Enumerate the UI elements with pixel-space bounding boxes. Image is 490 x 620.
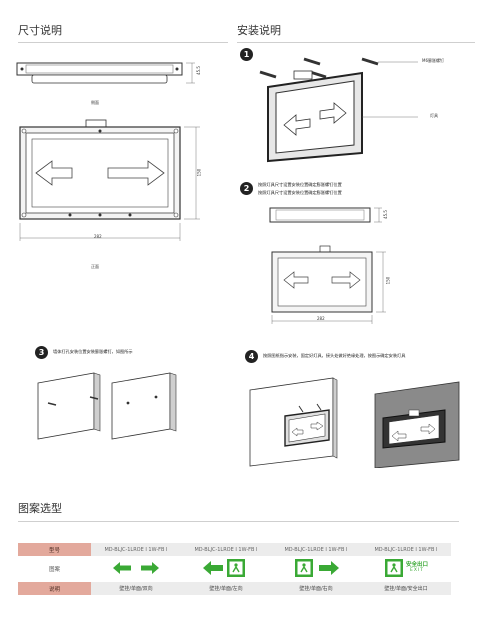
pattern-cell-right <box>271 556 361 582</box>
pattern-cell-exit: 安全出口 EXIT <box>361 556 451 582</box>
step1-drawing <box>259 57 418 163</box>
step2-width-dimension: 282 <box>317 316 325 321</box>
step1-badge: 1 <box>240 48 253 61</box>
exit-sign-en: EXIT <box>409 568 424 573</box>
pattern-row: 图案 <box>18 556 451 582</box>
install-title: 安装说明 <box>237 24 281 37</box>
dimensions-title: 尺寸说明 <box>18 24 62 37</box>
step1-screw-label: M6膨胀螺钉 <box>422 58 444 63</box>
step4-drawing <box>249 377 460 468</box>
description-header: 说明 <box>18 582 91 595</box>
step3-text: 墙体打孔安装位置安装膨胀螺钉，如图所示 <box>53 349 133 354</box>
exit-right-arrow-icon <box>295 559 339 577</box>
step4-text: 按照图纸指示安装，固定好灯具，接头处做好绝缘处理，按图示确定安装灯具 <box>263 353 406 358</box>
model-cell: MD-BLJC-1LROE I 1W-FB I <box>181 543 271 556</box>
exit-figure-icon <box>384 559 403 577</box>
side-view-drawing <box>16 62 195 84</box>
step2-side-dimension: 45.5 <box>382 210 388 219</box>
exit-sign-cn: 安全出口 <box>405 562 428 568</box>
step1-lamp-label: 灯具 <box>430 113 438 118</box>
left-arrow-exit-icon <box>203 559 245 577</box>
step3-drawing <box>37 372 177 440</box>
pattern-title: 图案选型 <box>18 502 62 515</box>
side-height-dimension: 45.5 <box>195 66 201 75</box>
pattern-header: 图案 <box>18 556 91 582</box>
dimension-drawings <box>16 62 200 241</box>
step2-badge: 2 <box>240 182 253 195</box>
model-cell: MD-BLJC-1LROE I 1W-FB I <box>91 543 181 556</box>
description-cell: 壁挂/单面/右向 <box>271 582 361 595</box>
install-divider <box>237 42 475 43</box>
step2-line1: 按照灯具尺寸设置安装位置确定膨胀螺钉位置 <box>258 182 342 187</box>
step3-badge: 3 <box>35 346 48 359</box>
step2-height-dimension: 150 <box>385 276 391 285</box>
side-view-caption: 侧面 <box>91 100 99 105</box>
pattern-divider <box>18 521 459 522</box>
dimensions-divider <box>18 42 228 43</box>
double-arrow-icon <box>113 562 159 574</box>
step2-line2: 按照灯具尺寸设置安装位置确定膨胀螺钉位置 <box>258 190 342 195</box>
description-cell: 壁挂/单面/左向 <box>181 582 271 595</box>
model-cell: MD-BLJC-1LROE I 1W-FB I <box>271 543 361 556</box>
front-width-dimension: 282 <box>94 234 102 239</box>
description-cell: 壁挂/单面/双向 <box>91 582 181 595</box>
model-header: 型号 <box>18 543 91 556</box>
model-cell: MD-BLJC-1LROE I 1W-FB I <box>361 543 451 556</box>
description-row: 说明 壁挂/单面/双向 壁挂/单面/左向 壁挂/单面/右向 壁挂/单面/安全出口 <box>18 582 451 595</box>
pattern-cell-double-arrow <box>91 556 181 582</box>
spec-table: 型号 MD-BLJC-1LROE I 1W-FB I MD-BLJC-1LROE… <box>18 543 451 595</box>
description-cell: 壁挂/单面/安全出口 <box>361 582 451 595</box>
pattern-cell-left <box>181 556 271 582</box>
front-view-drawing <box>19 119 200 241</box>
front-view-caption: 正面 <box>91 264 99 269</box>
step2-drawing <box>269 207 386 324</box>
step4-badge: 4 <box>245 350 258 363</box>
model-row: 型号 MD-BLJC-1LROE I 1W-FB I MD-BLJC-1LROE… <box>18 543 451 556</box>
front-height-dimension: 150 <box>196 168 202 177</box>
